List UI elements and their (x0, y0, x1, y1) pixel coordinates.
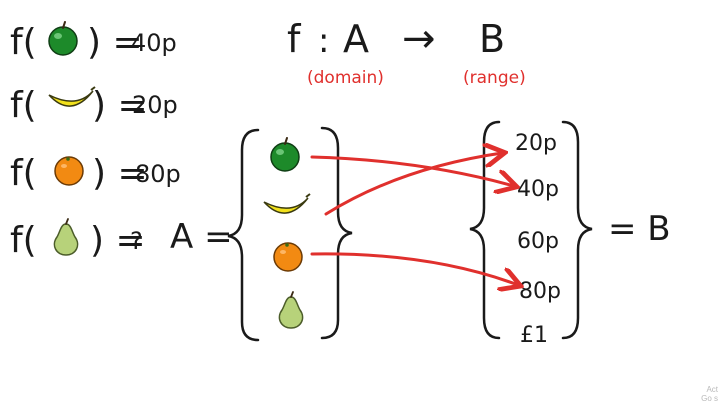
rule-suffix: ) = (92, 153, 148, 194)
set-A: A = (170, 126, 353, 342)
rule-value: 20p (132, 91, 178, 119)
rule-suffix: ) = (90, 220, 146, 261)
mapping-notation: f : A → B (domain) (range) (287, 16, 526, 88)
mapping-arrows (310, 153, 518, 285)
set-B-element: £1 (520, 323, 548, 348)
orange-icon (273, 242, 303, 272)
apple-icon (48, 21, 78, 56)
set-B-element: 80p (519, 279, 561, 304)
rule-prefix: f( (10, 22, 37, 63)
rule-prefix: f( (10, 85, 37, 126)
pear-icon (53, 218, 79, 256)
set-B-left-brace (469, 120, 501, 340)
arrow-banana-to-20p (324, 153, 502, 216)
maps-to-arrow-icon: → (402, 16, 436, 62)
arrow-orange-to-80p (310, 252, 518, 285)
rule-prefix: f( (10, 220, 37, 261)
watermark-line: Go s (701, 394, 718, 403)
rule-suffix: ) = (92, 85, 148, 126)
function-rule-orange: f( ) = 80p (10, 153, 181, 194)
set-B-label: = B (608, 209, 671, 249)
banana-icon (263, 193, 311, 215)
rule-value: 40p (131, 29, 177, 57)
function-symbol: f (287, 17, 302, 61)
set-B-element: 60p (517, 229, 559, 254)
rule-prefix: f( (10, 153, 37, 194)
set-A-label: A = (170, 217, 233, 257)
range-caption: (range) (463, 68, 526, 88)
set-B-element: 40p (517, 177, 559, 202)
function-rule-banana: f( ) = 20p (10, 85, 178, 126)
domain-caption: (domain) (307, 68, 384, 88)
apple-icon (270, 137, 300, 172)
watermark-line: Act (706, 385, 718, 394)
set-A-left-brace (227, 128, 260, 342)
set-B: 20p 40p 60p 80p £1 = B (469, 120, 671, 348)
set-A-right-brace (320, 126, 353, 340)
set-B-element: 20p (515, 131, 557, 156)
function-rule-apple: f( ) = 40p (10, 21, 177, 63)
arrow-apple-to-40p (310, 155, 514, 186)
orange-icon (54, 156, 84, 186)
rule-value: 80p (135, 160, 181, 188)
colon-symbol: : (318, 21, 329, 61)
function-rule-pear: f( ) = ? (10, 218, 146, 261)
rule-value: ? (130, 227, 143, 255)
domain-set-symbol: A (343, 17, 369, 61)
activation-watermark: Act Go s (701, 385, 718, 403)
pear-icon (278, 291, 304, 329)
banana-icon (48, 86, 96, 108)
range-set-symbol: B (479, 17, 505, 61)
rule-suffix: ) = (87, 22, 143, 63)
set-B-right-brace (561, 120, 593, 340)
